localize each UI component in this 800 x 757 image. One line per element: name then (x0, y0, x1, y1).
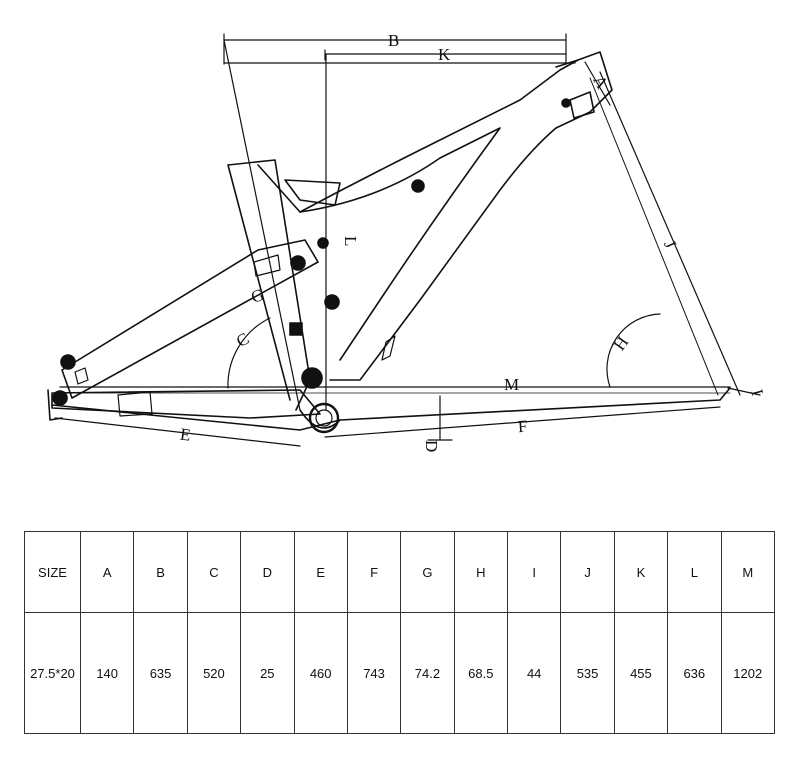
header-cell-g: G (400, 531, 455, 613)
top-tube-bolt (411, 179, 425, 193)
geometry-table: SIZE A B C D E F G H I J K L M 27.5*20 1… (24, 531, 775, 734)
cell-b: 635 (133, 612, 188, 734)
cable-port (561, 98, 571, 108)
dimension-lines (54, 33, 761, 447)
label-m: M (504, 375, 519, 394)
header-cell-e: E (293, 531, 348, 613)
headtube-detail (555, 59, 595, 119)
label-i: I (747, 387, 767, 398)
front-center-dim-f (324, 406, 721, 438)
fork-line-j (599, 71, 741, 396)
cell-g: 74.2 (400, 612, 455, 734)
cell-m: 1202 (720, 612, 775, 734)
frame-outline (47, 51, 731, 431)
header-cell-size: SIZE (24, 531, 81, 613)
seat-tube (227, 159, 311, 411)
label-b: B (388, 31, 399, 50)
cell-e: 460 (293, 612, 348, 734)
cell-d: 25 (240, 612, 295, 734)
header-cell-i: I (506, 531, 562, 613)
seat-angle-arc-c (227, 317, 271, 389)
cell-a: 140 (79, 612, 135, 734)
label-f: F (517, 417, 528, 437)
label-d: D (422, 440, 441, 452)
header-cell-a: A (79, 531, 135, 613)
frame-geometry-diagram: B K A L J G C H M I E F D (47, 31, 767, 452)
shock-window (284, 179, 341, 206)
head-tube-dim-a (584, 61, 611, 106)
table-row: 27.5*20 140 635 520 25 460 743 74.2 68.5… (24, 612, 775, 734)
header-cell-l: L (667, 531, 722, 613)
bottom-bracket (308, 402, 340, 434)
cell-k: 455 (613, 612, 669, 734)
seat-tube-pivot (324, 294, 340, 310)
chain-stay (51, 389, 321, 419)
dim-i (727, 387, 761, 396)
upper-link-pivot (290, 255, 306, 271)
lower-link (51, 387, 731, 431)
header-cell-c: C (186, 531, 242, 613)
cell-c: 520 (186, 612, 242, 734)
label-e: E (179, 425, 192, 445)
dropout-pivot (52, 390, 68, 406)
header-cell-d: D (240, 531, 295, 613)
cell-l: 636 (667, 612, 722, 734)
pivot-points (52, 98, 571, 406)
header-cell-h: H (453, 531, 509, 613)
cell-size: 27.5*20 (24, 612, 81, 734)
cell-f: 743 (346, 612, 402, 734)
down-tube-inner (299, 127, 501, 361)
header-cell-k: K (613, 531, 669, 613)
main-pivot (301, 367, 323, 389)
dimension-labels: B K A L J G C H M I E F D (179, 31, 767, 452)
top-tube (257, 51, 613, 381)
table-header-row: SIZE A B C D E F G H I J K L M (24, 531, 775, 613)
label-h: H (610, 333, 633, 354)
header-cell-f: F (346, 531, 402, 613)
cell-j: 535 (560, 612, 615, 734)
label-k: K (438, 45, 451, 64)
reach-drop-line (223, 39, 301, 411)
head-angle-arc-h (606, 313, 661, 388)
label-l: L (341, 236, 360, 246)
chainstay-dim-e (54, 417, 301, 447)
link-bracket (289, 322, 303, 336)
rear-axle-pivot (60, 354, 76, 370)
header-cell-j: J (560, 531, 615, 613)
shock-pivot (317, 237, 329, 249)
cell-h: 68.5 (453, 612, 509, 734)
cell-i: 44 (506, 612, 562, 734)
header-cell-m: M (720, 531, 775, 613)
header-cell-b: B (133, 531, 188, 613)
label-g: G (248, 285, 266, 307)
